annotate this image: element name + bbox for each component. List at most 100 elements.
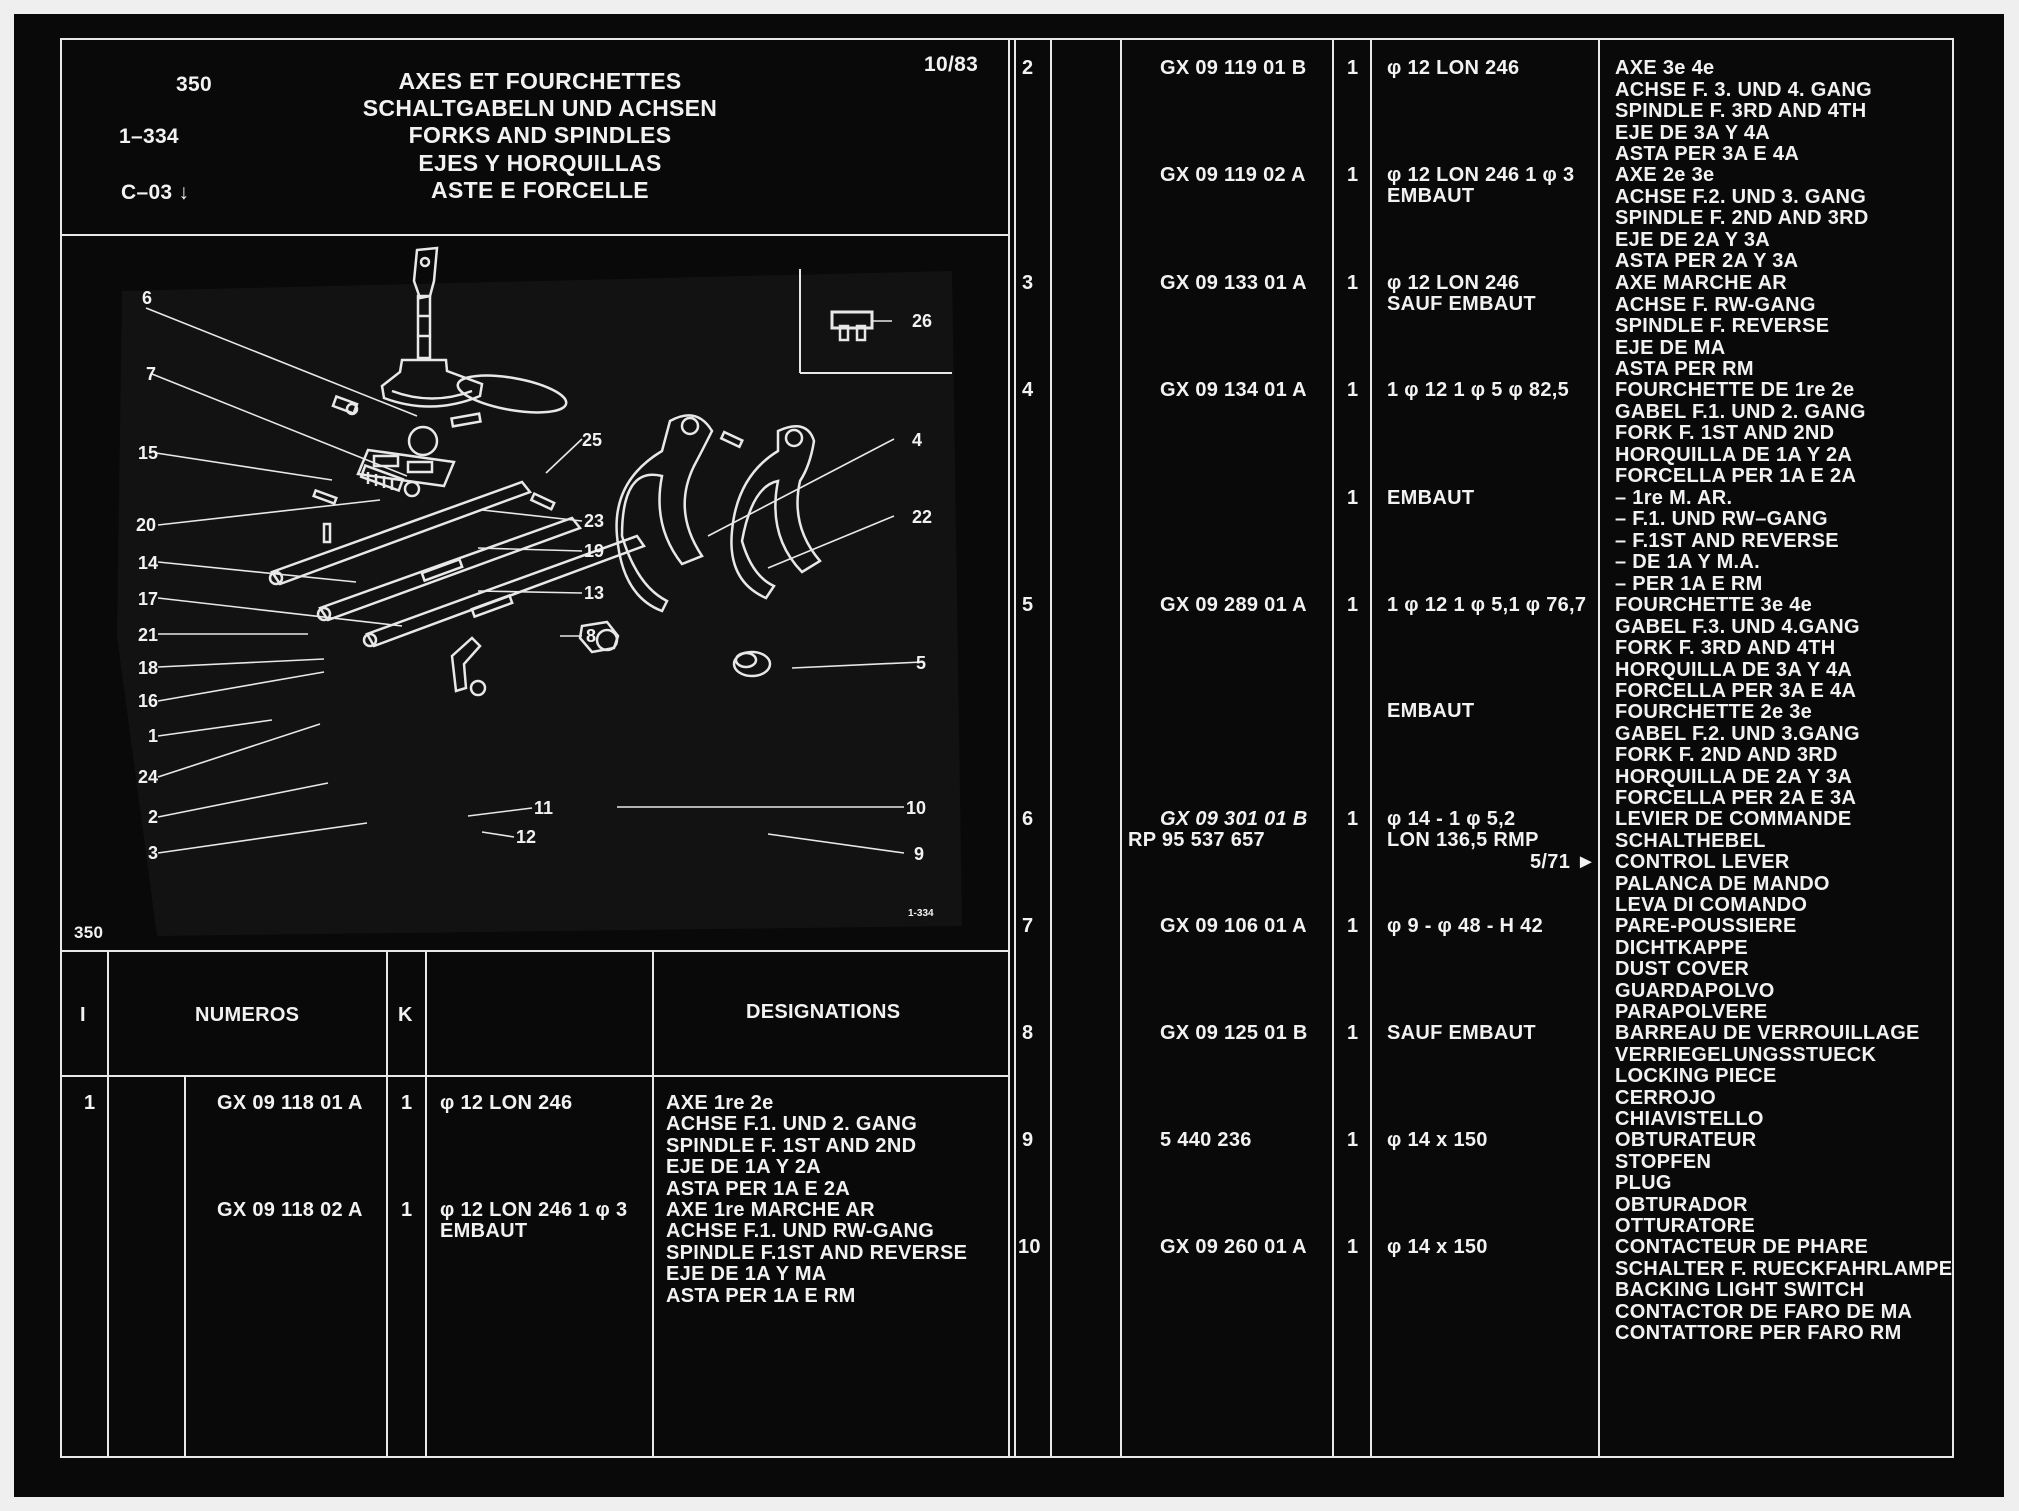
designation-it: FORCELLA PER 3A E 4A <box>1615 680 1857 702</box>
leader-lines <box>145 307 923 854</box>
designation-en: SPINDLE F. 1ST AND 2ND <box>666 1135 917 1157</box>
spec-line: 1 φ 12 1 φ 5 φ 82,5 <box>1387 379 1570 401</box>
callout-16: 16 <box>138 691 158 711</box>
spec-line: SAUF EMBAUT <box>1387 293 1536 315</box>
spec-line: φ 9 - φ 48 - H 42 <box>1387 915 1543 937</box>
page-number: 350 <box>176 73 212 96</box>
callout-2: 2 <box>148 807 158 827</box>
designation-it: ASTA PER 3A E 4A <box>1615 143 1800 165</box>
spec-line: φ 14 x 150 <box>1387 1236 1488 1258</box>
callout-24: 24 <box>138 767 158 787</box>
designation-fr: AXE 1re 2e <box>666 1092 774 1114</box>
catalog-page-frame <box>60 38 1954 1458</box>
designation-en: FORK F. 1ST AND 2ND <box>1615 422 1835 444</box>
callout-23: 23 <box>584 511 604 531</box>
callout-numbers: 6 7 15 20 14 17 21 18 16 1 24 2 3 25 23 … <box>136 288 932 864</box>
designation-fr: AXE 3e 4e <box>1615 57 1715 79</box>
callout-20: 20 <box>136 515 156 535</box>
row-index: 9 <box>1022 1129 1034 1151</box>
column-divider-main <box>1008 38 1010 1458</box>
group-code: 1–334 <box>119 125 179 148</box>
spec-line: SAUF EMBAUT <box>1387 1022 1536 1044</box>
designation-fr: FOURCHETTE 3e 4e <box>1615 594 1813 616</box>
part-drawings <box>268 246 822 697</box>
designation-fr: BARREAU DE VERROUILLAGE <box>1615 1022 1920 1044</box>
row-index: 5 <box>1022 594 1034 616</box>
callout-15: 15 <box>138 443 158 463</box>
part-number: GX 09 118 02 A <box>217 1199 363 1221</box>
row-index: 4 <box>1022 379 1034 401</box>
designation-fr: LEVIER DE COMMANDE <box>1615 808 1852 830</box>
designation-es: HORQUILLA DE 1A Y 2A <box>1615 444 1853 466</box>
designation-it: ASTA PER 2A Y 3A <box>1615 250 1799 272</box>
page-title-fr: AXES ET FOURCHETTES <box>398 68 682 94</box>
diagram-bottom-line <box>62 950 1010 952</box>
spec-line: LON 136,5 RMP <box>1387 829 1539 851</box>
designation-en: FORK F. 3RD AND 4TH <box>1615 637 1836 659</box>
column-divider-main-2 <box>1014 38 1016 1458</box>
designation-it: OTTURATORE <box>1615 1215 1756 1237</box>
quantity: 1 <box>1347 57 1359 79</box>
cross-reference-note: 5/71 ► <box>1530 851 1597 873</box>
column-header-k: K <box>398 1004 413 1026</box>
designation-es: OBTURADOR <box>1615 1194 1748 1216</box>
callout-21: 21 <box>138 625 158 645</box>
section-code: C–03 ↓ <box>121 181 190 204</box>
revision-date: 10/83 <box>924 53 979 76</box>
designation-en: SPINDLE F. 3RD AND 4TH <box>1615 100 1867 122</box>
designation-fr: AXE MARCHE AR <box>1615 272 1788 294</box>
column-header-designations: DESIGNATIONS <box>746 1001 901 1023</box>
header-divider <box>60 234 1010 236</box>
quantity: 1 <box>1347 594 1359 616</box>
quantity: 1 <box>401 1092 413 1114</box>
designation-es: CONTACTOR DE FARO DE MA <box>1615 1301 1913 1323</box>
designation-en: SPINDLE F.1ST AND REVERSE <box>666 1242 968 1264</box>
designation-es: EJE DE 1A Y 2A <box>666 1156 822 1178</box>
spec-line: EMBAUT <box>1387 185 1475 207</box>
callout-12: 12 <box>516 827 536 847</box>
designation-de: ACHSE F.1. UND 2. GANG <box>666 1113 918 1135</box>
callout-7: 7 <box>146 364 156 384</box>
part-number: GX 09 260 01 A <box>1160 1236 1307 1258</box>
col-line-numeros-right <box>1332 38 1334 1458</box>
designation-it: FORCELLA PER 2A E 3A <box>1615 787 1857 809</box>
page-title-es: EJES Y HORQUILLAS <box>418 150 662 176</box>
designation-fr: CONTACTEUR DE PHARE <box>1615 1236 1869 1258</box>
callout-18: 18 <box>138 658 158 678</box>
spec-line: φ 12 LON 246 <box>1387 272 1520 294</box>
spec-line: EMBAUT <box>1387 700 1475 722</box>
part-number: GX 09 118 01 A <box>217 1092 363 1114</box>
callout-1: 1 <box>148 726 158 746</box>
row-index: 1 <box>84 1092 96 1114</box>
designation-de: SCHALTER F. RUECKFAHRLAMPE <box>1615 1258 1953 1280</box>
col-line-spec <box>652 950 654 1458</box>
designation-it: FORCELLA PER 1A E 2A <box>1615 465 1857 487</box>
part-number: GX 09 134 01 A <box>1160 379 1307 401</box>
exploded-parts-diagram: 6 7 15 20 14 17 21 18 16 1 24 2 3 25 23 … <box>62 236 1008 950</box>
part-number-alt: RP 95 537 657 <box>1128 829 1265 851</box>
row-index: 6 <box>1022 808 1034 830</box>
part-number: 5 440 236 <box>1160 1129 1252 1151</box>
designation-es: – DE 1A Y M.A. <box>1615 551 1760 573</box>
designation-en: SPINDLE F. 2ND AND 3RD <box>1615 207 1869 229</box>
callout-9: 9 <box>914 844 924 864</box>
part-number: GX 09 119 02 A <box>1160 164 1306 186</box>
callout-10: 10 <box>906 798 926 818</box>
designation-en: DUST COVER <box>1615 958 1750 980</box>
designation-it: CHIAVISTELLO <box>1615 1108 1764 1130</box>
part-number: GX 09 133 01 A <box>1160 272 1307 294</box>
row-index: 2 <box>1022 57 1034 79</box>
col-line-k-right <box>1370 38 1372 1458</box>
part-number: GX 09 289 01 A <box>1160 594 1307 616</box>
designation-es: HORQUILLA DE 2A Y 3A <box>1615 766 1853 788</box>
quantity: 1 <box>401 1199 413 1221</box>
callout-19: 19 <box>584 541 604 561</box>
col-line-ref-right <box>1120 38 1122 1458</box>
designation-en: SPINDLE F. REVERSE <box>1615 315 1830 337</box>
quantity: 1 <box>1347 164 1359 186</box>
callout-4: 4 <box>912 430 922 450</box>
exploded-view-drawing: 6 7 15 20 14 17 21 18 16 1 24 2 3 25 23 … <box>117 246 962 936</box>
callout-13: 13 <box>584 583 604 603</box>
designation-de: STOPFEN <box>1615 1151 1712 1173</box>
spec-line: φ 12 LON 246 1 φ 3 <box>440 1199 628 1221</box>
